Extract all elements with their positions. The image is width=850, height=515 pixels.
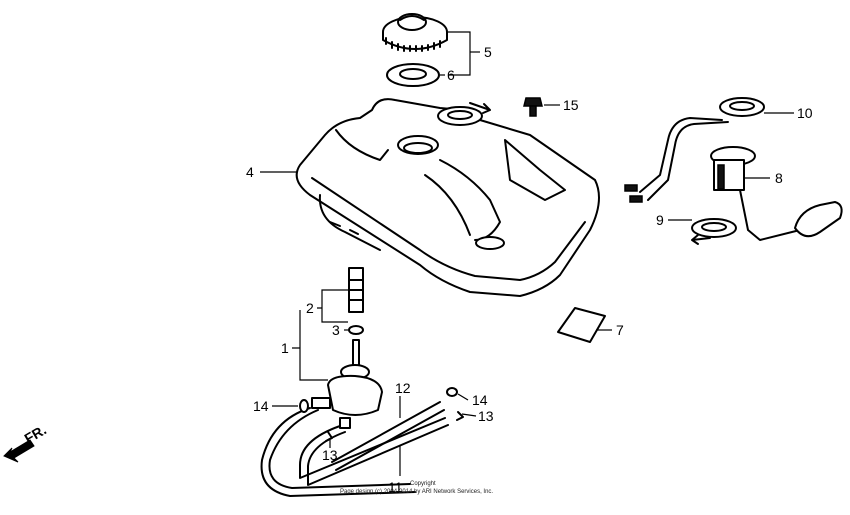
callout-13-right: 13: [478, 408, 494, 424]
callout-14-right: 14: [472, 392, 488, 408]
callout-2: 2: [306, 300, 314, 316]
fuel-unit[interactable]: [624, 117, 843, 241]
callout-14-left: 14: [253, 398, 269, 414]
fuel-strainer[interactable]: [348, 267, 364, 313]
callout-11: 11: [388, 479, 403, 495]
unit-gasket[interactable]: [691, 218, 737, 245]
callout-12: 12: [395, 380, 411, 396]
tank-sender-cover[interactable]: [437, 102, 491, 126]
fuel-tank[interactable]: [295, 98, 600, 297]
hose-clip-right[interactable]: [446, 387, 458, 397]
leader-lines: [260, 31, 794, 476]
copyright-notice: Copyright Page design (c) 2004-2014 by A…: [340, 481, 493, 495]
front-direction-arrow: FR.: [3, 421, 49, 463]
vacuum-hose[interactable]: [299, 401, 449, 486]
callout-1: 1: [281, 340, 289, 356]
copyright-line-1: Copyright: [410, 481, 436, 487]
fuel-cock[interactable]: [311, 339, 383, 429]
lock-ring[interactable]: [719, 97, 765, 117]
callout-7: 7: [616, 322, 624, 338]
callout-10: 10: [797, 105, 813, 121]
hose-clamp-right[interactable]: [456, 411, 464, 421]
callout-15: 15: [563, 97, 579, 113]
callout-9: 9: [656, 212, 664, 228]
fuel-cap[interactable]: [382, 13, 448, 52]
hose-clip-left[interactable]: [299, 399, 309, 413]
copyright-line-2: Page design (c) 2004-2014 by ARI Network…: [340, 489, 493, 495]
callout-4: 4: [246, 164, 254, 180]
cap-gasket[interactable]: [386, 63, 440, 87]
callout-13-left: 13: [322, 447, 338, 463]
fuel-hose[interactable]: [260, 407, 416, 497]
callout-6: 6: [447, 67, 455, 83]
callout-8: 8: [775, 170, 783, 186]
callout-labels: 5 6 15 4 10 8 9 7 2 3 1 14 12 14 13 13 1…: [246, 44, 813, 495]
callout-3: 3: [332, 322, 340, 338]
bolt[interactable]: [523, 97, 543, 117]
hose-clamp-left[interactable]: [325, 431, 333, 442]
o-ring[interactable]: [348, 325, 364, 335]
caution-label[interactable]: [557, 307, 606, 343]
callout-5: 5: [484, 44, 492, 60]
